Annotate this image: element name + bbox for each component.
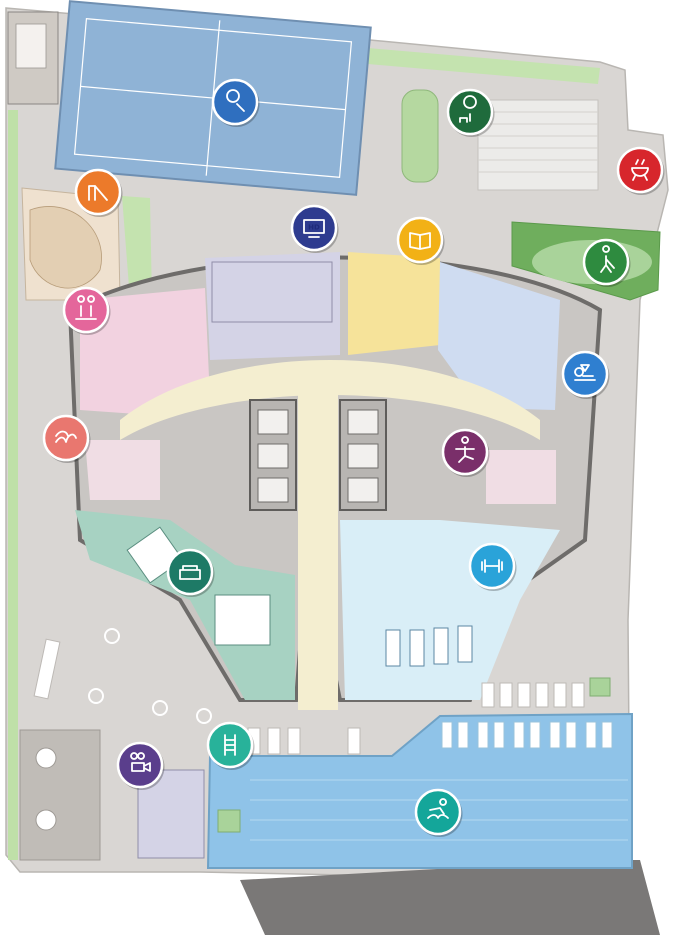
spa-room — [438, 262, 560, 410]
massage-icon — [574, 364, 596, 381]
pool-loungers — [441, 721, 613, 749]
site-shadow — [240, 860, 660, 935]
sofa-set — [214, 594, 271, 646]
amenity-badges: HD — [42, 78, 665, 837]
badge-circle — [616, 146, 664, 194]
green-border-left — [8, 110, 18, 860]
badge-circle — [561, 350, 609, 398]
book-icon — [409, 232, 431, 250]
wave-icon — [55, 430, 77, 443]
dumbbell-icon — [481, 559, 503, 573]
deck-planks — [478, 111, 598, 173]
round-table — [35, 809, 57, 831]
badge-circle — [62, 286, 110, 334]
outdoor-bench — [33, 638, 61, 700]
badge-circle — [290, 204, 338, 252]
hd-screen-icon — [303, 219, 325, 238]
amenity-badge-kids[interactable] — [62, 286, 111, 335]
swimming-pool — [206, 712, 633, 869]
elevator-cabins — [257, 409, 379, 503]
amenity-badge-lounge[interactable] — [166, 548, 215, 597]
sun-loungers — [247, 682, 585, 755]
amenity-badge-yoga[interactable] — [441, 428, 490, 477]
ladder-icon — [224, 734, 236, 756]
green-strip-left — [122, 196, 152, 300]
amenity-badge-gym[interactable] — [468, 542, 517, 591]
green-border-top-right — [368, 48, 600, 84]
yoga-icon — [455, 436, 475, 463]
central-hallway — [120, 360, 540, 440]
grill-icon — [631, 159, 649, 181]
golfer-icon — [600, 245, 615, 273]
amenity-badge-hammam[interactable] — [42, 414, 91, 463]
round-table — [35, 747, 57, 769]
badge-circle — [446, 88, 494, 136]
sauna-room — [85, 440, 160, 500]
sauna-right-room — [486, 450, 556, 504]
gym-equipment — [385, 625, 473, 667]
amenity-badge-library[interactable] — [396, 216, 445, 265]
kids-room — [80, 288, 210, 415]
amenity-badge-tennis[interactable] — [211, 78, 260, 127]
amenity-badge-pool[interactable] — [414, 788, 463, 837]
amenity-badge-garden[interactable] — [446, 88, 495, 137]
garden-deck — [477, 99, 599, 191]
amenity-badge-spa[interactable] — [561, 350, 610, 399]
badge-circle — [166, 548, 214, 596]
amenity-badge-outdoor-cinema[interactable] — [116, 741, 165, 790]
slide-icon — [88, 185, 108, 201]
badge-circle — [74, 168, 122, 216]
playground-sand — [29, 206, 102, 289]
planter-small — [589, 677, 611, 697]
amenity-badge-golf[interactable] — [582, 238, 631, 287]
badge-circle — [116, 741, 164, 789]
theater-seats — [211, 261, 333, 323]
amenity-badge-playground[interactable] — [74, 168, 123, 217]
amenity-badge-bbq[interactable] — [616, 146, 665, 195]
garden-planter — [401, 89, 439, 183]
corridor-vertical — [298, 380, 338, 710]
hd-label: HD — [308, 224, 320, 232]
library-room — [348, 252, 440, 355]
sofa-icon — [179, 565, 201, 580]
projector-icon — [130, 752, 151, 772]
amenity-badge-kids-pool[interactable] — [206, 721, 255, 770]
outdoor-cinema-deck — [19, 729, 101, 861]
amenity-badge-cinema[interactable]: HD — [290, 204, 339, 253]
jacuzzi — [217, 809, 241, 833]
stair-steps — [15, 23, 47, 69]
badge-circle — [414, 788, 462, 836]
swimmer-icon — [427, 798, 449, 819]
tennis-icon — [226, 89, 245, 112]
cafe-tables — [88, 628, 212, 724]
kids-icon — [75, 295, 97, 320]
badge-circle — [42, 414, 90, 462]
theater-room — [205, 252, 340, 360]
lounge-room — [75, 510, 295, 700]
tree-bench-icon — [459, 95, 477, 123]
